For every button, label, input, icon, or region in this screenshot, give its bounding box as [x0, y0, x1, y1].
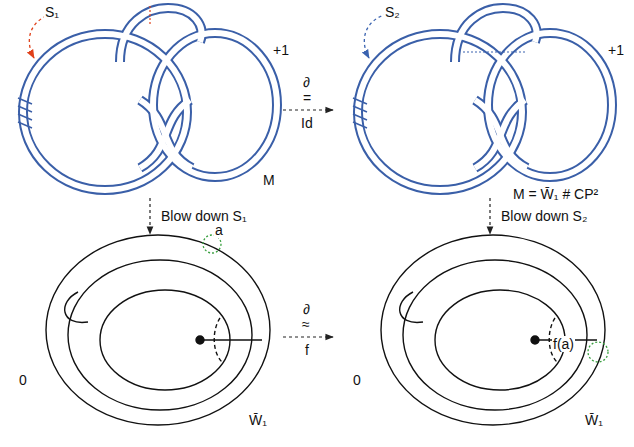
diagram-label: ∂	[302, 301, 311, 317]
diagram-label: 0	[18, 372, 28, 388]
diagram-label: ∂	[302, 74, 311, 90]
diagram-label: Blow down S₂	[500, 208, 588, 224]
blowdown-arrow	[149, 198, 150, 234]
diagram-label: a	[214, 222, 224, 238]
knot-m-right	[353, 8, 612, 190]
diagram-label: 0	[352, 372, 362, 388]
handle-diagram-right	[381, 235, 605, 425]
diagram-label: ≈	[301, 316, 311, 332]
map-arrow	[283, 336, 333, 337]
diagram-label: M	[262, 172, 276, 188]
curve-circle	[588, 342, 608, 362]
diagram-label: S₁	[44, 4, 60, 20]
diagram-label: M = W̄₁ # CP²	[512, 186, 599, 202]
diagram-label: f(a)	[552, 336, 575, 352]
diagram-label: +1	[607, 42, 625, 58]
diagram-label: =	[302, 90, 312, 106]
diagram-label: W̄₁	[248, 412, 268, 428]
handle-diagram-left	[46, 235, 270, 425]
diagram-label: W̄₁	[584, 412, 604, 428]
diagram-label: Id	[300, 115, 314, 131]
blowdown-arrow	[489, 198, 490, 234]
knot-m-left	[18, 6, 277, 190]
map-arrow	[283, 109, 333, 110]
diagram-label: S₂	[384, 4, 401, 20]
diagram-label: Blow down S₁	[160, 208, 248, 224]
diagram-label: f	[304, 342, 310, 358]
diagram-label: +1	[272, 42, 290, 58]
